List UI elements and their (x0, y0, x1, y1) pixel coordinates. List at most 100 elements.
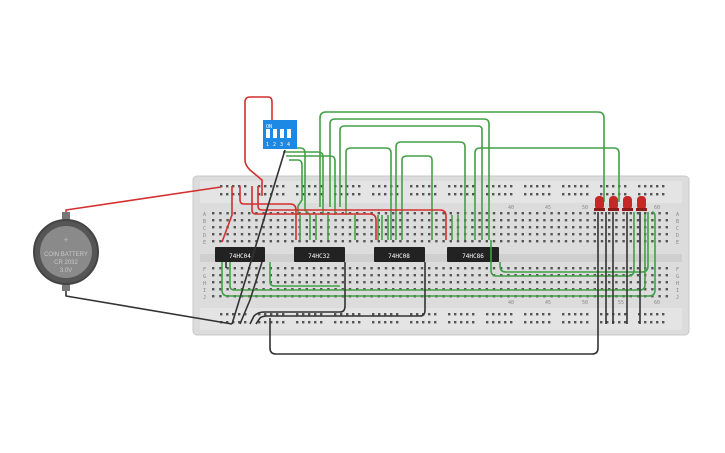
hole[interactable] (507, 212, 510, 215)
hole[interactable] (608, 240, 611, 243)
hole[interactable] (358, 313, 361, 316)
hole[interactable] (264, 185, 267, 188)
hole[interactable] (574, 193, 577, 196)
hole[interactable] (504, 185, 507, 188)
hole[interactable] (586, 313, 589, 316)
hole[interactable] (557, 219, 560, 222)
hole[interactable] (399, 267, 402, 270)
hole[interactable] (258, 185, 261, 188)
hole[interactable] (662, 185, 665, 188)
hole[interactable] (665, 219, 668, 222)
hole[interactable] (413, 274, 416, 277)
hole[interactable] (466, 313, 469, 316)
hole[interactable] (406, 233, 409, 236)
hole[interactable] (492, 240, 496, 243)
hole[interactable] (413, 219, 416, 222)
hole[interactable] (579, 212, 582, 215)
hole[interactable] (615, 267, 618, 270)
hole[interactable] (320, 185, 323, 188)
hole[interactable] (449, 281, 452, 284)
hole[interactable] (636, 281, 640, 284)
hole[interactable] (456, 267, 460, 270)
hole[interactable] (284, 240, 287, 243)
hole[interactable] (442, 226, 445, 229)
hole[interactable] (370, 233, 373, 236)
hole[interactable] (557, 233, 560, 236)
hole[interactable] (244, 321, 247, 324)
hole[interactable] (478, 219, 481, 222)
hole[interactable] (500, 226, 503, 229)
hole[interactable] (658, 288, 661, 291)
hole[interactable] (449, 267, 452, 270)
hole[interactable] (428, 219, 431, 222)
hole[interactable] (308, 185, 311, 188)
hole[interactable] (320, 274, 323, 277)
hole[interactable] (226, 281, 229, 284)
hole[interactable] (524, 193, 527, 196)
hole[interactable] (580, 185, 583, 188)
hole[interactable] (428, 321, 431, 324)
hole[interactable] (636, 233, 640, 236)
hole[interactable] (308, 321, 311, 324)
hole[interactable] (392, 281, 395, 284)
hole[interactable] (312, 281, 316, 284)
hole[interactable] (428, 233, 431, 236)
hole[interactable] (510, 193, 513, 196)
hole[interactable] (557, 226, 560, 229)
hole[interactable] (500, 219, 503, 222)
hole[interactable] (600, 219, 604, 222)
hole[interactable] (665, 212, 668, 215)
hole[interactable] (314, 185, 317, 188)
dip-toggles[interactable] (266, 129, 291, 138)
hole[interactable] (384, 267, 388, 270)
hole[interactable] (510, 321, 513, 324)
hole[interactable] (498, 193, 501, 196)
hole[interactable] (651, 274, 654, 277)
hole[interactable] (264, 321, 267, 324)
hole[interactable] (548, 321, 551, 324)
hole[interactable] (420, 274, 424, 277)
hole[interactable] (485, 212, 488, 215)
hole[interactable] (442, 233, 445, 236)
hole[interactable] (572, 226, 575, 229)
hole[interactable] (392, 226, 395, 229)
hole[interactable] (650, 313, 653, 316)
hole[interactable] (562, 313, 565, 316)
hole[interactable] (608, 281, 611, 284)
hole[interactable] (528, 267, 532, 270)
hole[interactable] (651, 226, 654, 229)
hole[interactable] (536, 219, 539, 222)
hole[interactable] (492, 313, 495, 316)
hole[interactable] (284, 226, 287, 229)
hole[interactable] (562, 193, 565, 196)
hole[interactable] (521, 233, 524, 236)
hole[interactable] (600, 212, 604, 215)
hole[interactable] (334, 281, 337, 284)
hole[interactable] (530, 313, 533, 316)
hole[interactable] (258, 193, 261, 196)
hole[interactable] (312, 267, 316, 270)
hole[interactable] (248, 240, 251, 243)
hole[interactable] (586, 212, 589, 215)
hole[interactable] (658, 267, 661, 270)
hole[interactable] (606, 321, 609, 324)
hole[interactable] (348, 267, 352, 270)
hole[interactable] (212, 281, 215, 284)
hole[interactable] (340, 321, 343, 324)
hole[interactable] (428, 274, 431, 277)
hole[interactable] (341, 233, 344, 236)
hole[interactable] (346, 321, 349, 324)
hole[interactable] (399, 226, 402, 229)
hole[interactable] (378, 321, 381, 324)
hole[interactable] (212, 267, 215, 270)
hole[interactable] (282, 185, 285, 188)
hole[interactable] (478, 212, 481, 215)
hole[interactable] (449, 274, 452, 277)
hole[interactable] (305, 219, 308, 222)
hole[interactable] (528, 281, 532, 284)
hole[interactable] (258, 321, 261, 324)
hole[interactable] (296, 193, 299, 196)
hole[interactable] (377, 274, 380, 277)
hole[interactable] (233, 240, 236, 243)
hole[interactable] (270, 185, 273, 188)
